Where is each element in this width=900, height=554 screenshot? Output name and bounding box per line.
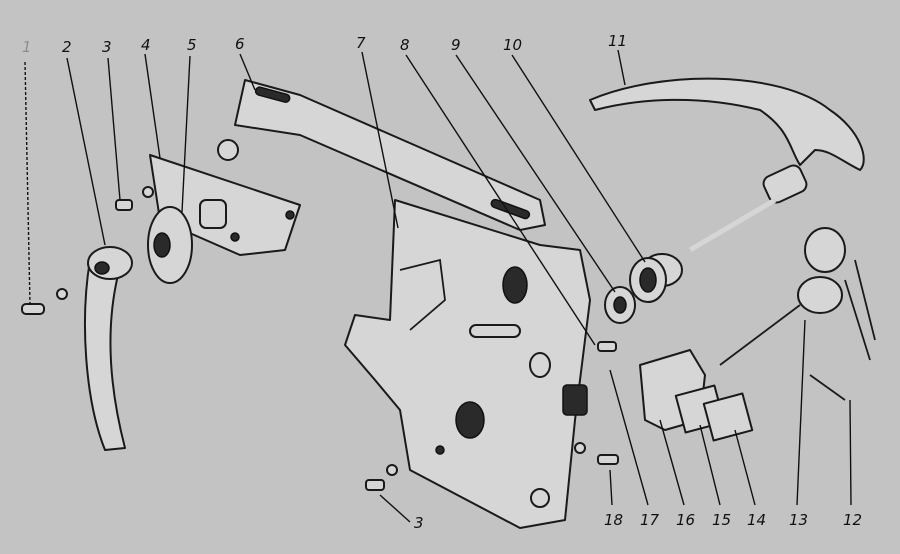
callout-labels: 1 2 3 4 5 6 7 8 9 10 11 3 18 17 16 15 14… [22, 32, 862, 532]
callout-7: 7 [356, 34, 366, 52]
part-ratchet-wheel [147, 206, 193, 284]
part-bushing [629, 253, 683, 303]
part-lock-cylinder [719, 227, 876, 366]
callout-14: 14 [747, 511, 766, 529]
callout-12: 12 [843, 511, 862, 529]
callout-11: 11 [608, 32, 627, 50]
callout-10: 10 [503, 36, 522, 54]
part-screws [21, 186, 619, 491]
part-striker-blocks [639, 349, 754, 442]
callout-1: 1 [22, 38, 32, 56]
callout-4: 4 [141, 36, 151, 54]
callout-13: 13 [789, 511, 808, 529]
callout-18: 18 [604, 511, 623, 529]
part-cylinder-ring [604, 286, 636, 324]
part-outside-handle [589, 77, 865, 253]
part-inside-handle [84, 246, 133, 451]
callout-17: 17 [640, 511, 660, 529]
part-lock-body [344, 199, 591, 529]
callout-2: 2 [62, 38, 72, 56]
callout-8: 8 [400, 36, 410, 54]
leader-lines [24, 49, 852, 523]
callout-3: 3 [102, 38, 112, 56]
part-pin [809, 374, 846, 401]
callout-5: 5 [187, 36, 197, 54]
callout-6: 6 [235, 35, 245, 53]
callout-15: 15 [712, 511, 731, 529]
callout-9: 9 [451, 36, 461, 54]
part-link-bar [217, 79, 546, 231]
callout-3-bottom: 3 [414, 514, 424, 532]
callout-16: 16 [676, 511, 695, 529]
